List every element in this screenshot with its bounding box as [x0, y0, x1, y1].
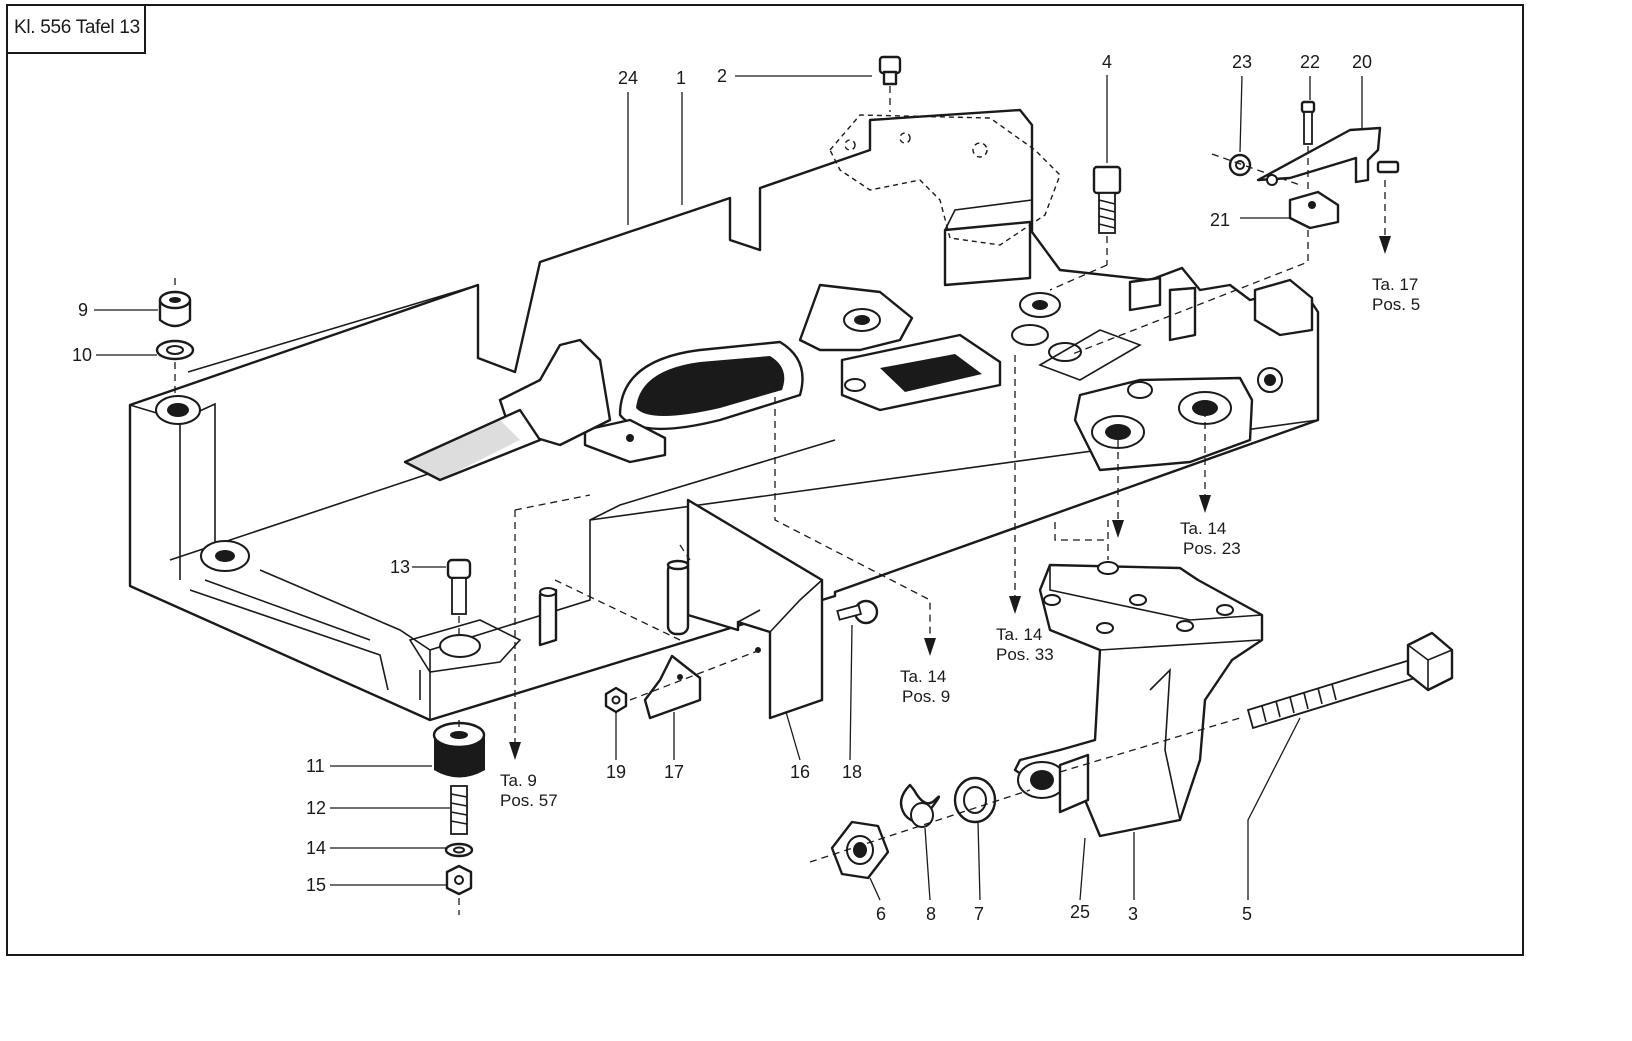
callout-15: 15 [306, 875, 326, 895]
callout-18: 18 [842, 762, 862, 782]
reference-table: Ta. 9 [500, 771, 537, 790]
callout-5: 5 [1242, 904, 1252, 924]
washer-part-14 [444, 842, 474, 858]
screw-part-18 [836, 599, 879, 625]
callout-17: 17 [664, 762, 684, 782]
screw-part-4 [1049, 165, 1122, 291]
callout-3: 3 [1128, 904, 1138, 924]
callout-10: 10 [72, 345, 92, 365]
callout-7: 7 [974, 904, 984, 924]
callout-13: 13 [390, 557, 410, 577]
spring-clip-part-17 [643, 654, 702, 720]
reference-table: Ta. 14 [900, 667, 946, 686]
screw-part-13 [446, 558, 472, 640]
bracket-part-3 [1013, 561, 1264, 838]
reference-position: Pos. 9 [902, 687, 950, 706]
hidden-bracket-outline [829, 114, 1061, 246]
spring-ring-part-8 [899, 783, 941, 828]
bolt-axis [1059, 717, 1241, 773]
callout-8: 8 [926, 904, 936, 924]
drawing-frame [6, 4, 1524, 956]
reference-arrows [509, 236, 1391, 760]
callout-14: 14 [306, 838, 326, 858]
hidden-bracket-hole [899, 132, 911, 144]
callout-22: 22 [1300, 52, 1320, 72]
reference-position: Pos. 57 [500, 791, 558, 810]
nut-part-9 [158, 278, 192, 328]
cover-plate-part-16 [686, 498, 824, 720]
callout-12: 12 [306, 798, 326, 818]
callout-25: 25 [1070, 902, 1090, 922]
callout-9: 9 [78, 300, 88, 320]
nut-axis [809, 789, 1031, 863]
callout-4: 4 [1102, 52, 1112, 72]
callout-6: 6 [876, 904, 886, 924]
nut-part-15 [445, 864, 473, 915]
reference-position: Pos. 5 [1372, 295, 1420, 314]
bolt-part-5 [1246, 631, 1454, 730]
reference-position: Pos. 23 [1183, 539, 1241, 558]
washer-part-7 [953, 776, 997, 824]
callout-1: 1 [676, 68, 686, 88]
nut-part-6 [830, 820, 890, 880]
routing-ta14-pos9 [774, 385, 931, 640]
routing-ta9-bend [514, 494, 591, 511]
callout-2: 2 [717, 66, 727, 86]
callout-numbers: 24 1 2 4 23 22 20 21 9 10 13 11 12 14 15… [72, 52, 1372, 924]
callout-16: 16 [790, 762, 810, 782]
reference-table: Ta. 14 [996, 625, 1042, 644]
screw-part-2 [878, 55, 902, 112]
callout-20: 20 [1352, 52, 1372, 72]
callout-24: 24 [618, 68, 638, 88]
routing-plate [679, 544, 691, 561]
title-block: Kl. 556 Tafel 13 [6, 4, 146, 54]
nut-part-19 [604, 649, 761, 714]
reference-table: Ta. 14 [1180, 519, 1226, 538]
callout-23: 23 [1232, 52, 1252, 72]
washer-part-10 [155, 339, 195, 395]
cross-references: Ta. 17 Pos. 5 Ta. 14 Pos. 23 Ta. 14 Pos.… [500, 275, 1420, 810]
bracket-axis-bend [1054, 522, 1108, 541]
reference-table: Ta. 17 [1372, 275, 1418, 294]
hidden-bracket-hole [844, 139, 856, 151]
callout-11: 11 [306, 756, 325, 776]
hidden-bracket-hole [972, 142, 988, 158]
callout-19: 19 [606, 762, 626, 782]
reference-position: Pos. 33 [996, 645, 1054, 664]
threaded-stud-part-12 [450, 785, 468, 835]
rubber-foot-part-11 [432, 721, 486, 778]
leader-lines [94, 75, 1363, 901]
pin [666, 559, 690, 636]
title-label: Kl. 556 Tafel 13 [14, 17, 140, 38]
callout-21: 21 [1210, 210, 1230, 230]
